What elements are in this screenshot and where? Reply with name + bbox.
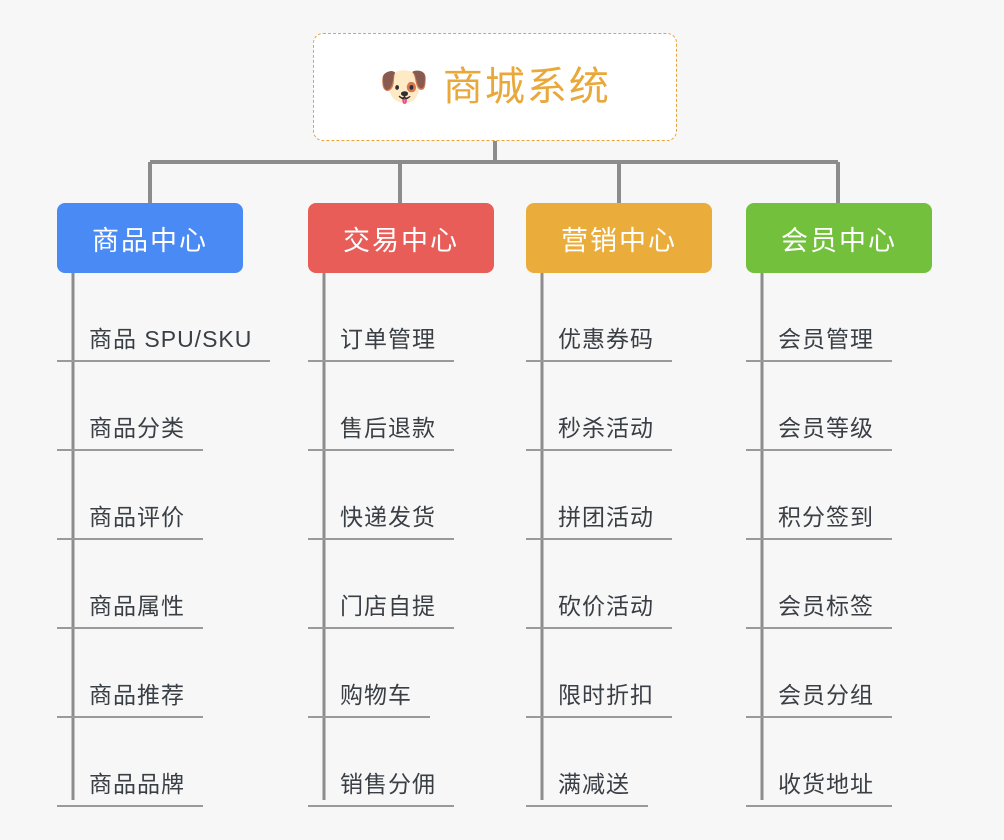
list-item[interactable]: 购物车 (308, 629, 494, 718)
leaf-label: 门店自提 (308, 593, 454, 629)
list-item[interactable]: 限时折扣 (526, 629, 712, 718)
leaf-label: 积分签到 (746, 504, 892, 540)
list-item[interactable]: 砍价活动 (526, 540, 712, 629)
leaf-label: 订单管理 (308, 326, 454, 362)
root-title: 商城系统 (442, 65, 611, 109)
leaf-label: 满减送 (526, 771, 648, 807)
leaf-label: 商品推荐 (57, 682, 203, 718)
list-item[interactable]: 订单管理 (308, 273, 494, 362)
list-item[interactable]: 收货地址 (746, 718, 932, 807)
leaf-label: 限时折扣 (526, 682, 672, 718)
list-item[interactable]: 商品评价 (57, 451, 243, 540)
list-item[interactable]: 快递发货 (308, 451, 494, 540)
leaf-label: 优惠券码 (526, 326, 672, 362)
leaf-label: 砍价活动 (526, 593, 672, 629)
list-item[interactable]: 积分签到 (746, 451, 932, 540)
shiba-dog-face-icon: 🐶 (379, 65, 429, 109)
root-node[interactable]: 🐶 商城系统 (313, 33, 677, 141)
leaf-label: 商品属性 (57, 593, 203, 629)
list-item[interactable]: 秒杀活动 (526, 362, 712, 451)
list-item[interactable]: 会员分组 (746, 629, 932, 718)
branch-header-marketing-center[interactable]: 营销中心 (526, 203, 712, 273)
list-item[interactable]: 商品推荐 (57, 629, 243, 718)
leaf-label: 会员管理 (746, 326, 892, 362)
leaf-label: 拼团活动 (526, 504, 672, 540)
leaf-label: 购物车 (308, 682, 430, 718)
leaf-label: 销售分佣 (308, 771, 454, 807)
leaf-label: 会员标签 (746, 593, 892, 629)
branch-header-label: 营销中心 (561, 225, 677, 256)
leaf-label: 售后退款 (308, 415, 454, 451)
leaf-label: 商品分类 (57, 415, 203, 451)
list-item[interactable]: 商品品牌 (57, 718, 243, 807)
branch-header-label: 商品中心 (92, 225, 208, 256)
leaf-label: 快递发货 (308, 504, 454, 540)
list-item[interactable]: 售后退款 (308, 362, 494, 451)
branch-header-label: 会员中心 (781, 225, 897, 256)
leaf-label: 商品品牌 (57, 771, 203, 807)
branch-items-product-center: 商品 SPU/SKU 商品分类 商品评价 商品属性 商品推荐 商品品牌 (57, 273, 271, 807)
branch-items-trade-center: 订单管理 售后退款 快递发货 门店自提 购物车 销售分佣 (308, 273, 494, 807)
branch-header-member-center[interactable]: 会员中心 (746, 203, 932, 273)
branch-items-member-center: 会员管理 会员等级 积分签到 会员标签 会员分组 收货地址 (746, 273, 932, 807)
leaf-label: 商品评价 (57, 504, 203, 540)
leaf-label: 会员等级 (746, 415, 892, 451)
branch-header-label: 交易中心 (343, 225, 459, 256)
branch-items-marketing-center: 优惠券码 秒杀活动 拼团活动 砍价活动 限时折扣 满减送 (526, 273, 712, 807)
list-item[interactable]: 商品属性 (57, 540, 243, 629)
branch-column-marketing-center: 营销中心 优惠券码 秒杀活动 拼团活动 砍价活动 限时折扣 满减送 (526, 203, 712, 807)
branch-column-trade-center: 交易中心 订单管理 售后退款 快递发货 门店自提 购物车 销售分佣 (308, 203, 494, 807)
list-item[interactable]: 会员管理 (746, 273, 932, 362)
list-item[interactable]: 门店自提 (308, 540, 494, 629)
list-item[interactable]: 拼团活动 (526, 451, 712, 540)
list-item[interactable]: 销售分佣 (308, 718, 494, 807)
leaf-label: 商品 SPU/SKU (57, 326, 271, 362)
leaf-label: 秒杀活动 (526, 415, 672, 451)
list-item[interactable]: 满减送 (526, 718, 712, 807)
branch-header-trade-center[interactable]: 交易中心 (308, 203, 494, 273)
leaf-label: 收货地址 (746, 771, 892, 807)
branch-column-product-center: 商品中心 商品 SPU/SKU 商品分类 商品评价 商品属性 商品推荐 商品品牌 (57, 203, 271, 807)
leaf-label: 会员分组 (746, 682, 892, 718)
list-item[interactable]: 会员标签 (746, 540, 932, 629)
list-item[interactable]: 优惠券码 (526, 273, 712, 362)
branch-column-member-center: 会员中心 会员管理 会员等级 积分签到 会员标签 会员分组 收货地址 (746, 203, 932, 807)
list-item[interactable]: 会员等级 (746, 362, 932, 451)
list-item[interactable]: 商品分类 (57, 362, 243, 451)
list-item[interactable]: 商品 SPU/SKU (57, 273, 271, 362)
branch-header-product-center[interactable]: 商品中心 (57, 203, 243, 273)
